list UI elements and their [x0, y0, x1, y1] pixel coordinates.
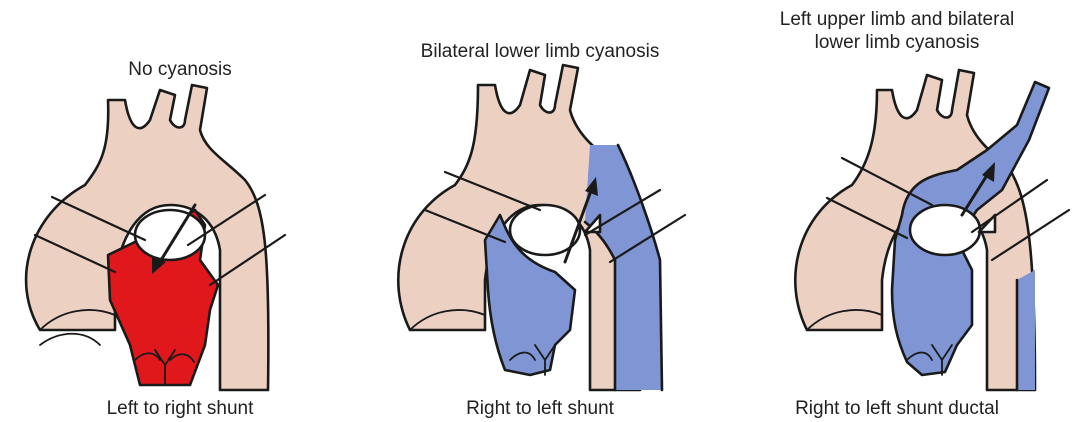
- heart-diagram-1: [0, 0, 360, 400]
- panel-right-to-left-shunt-ductal: Left upper limb and bilateral lower limb…: [717, 0, 1077, 422]
- panel-right-to-left-shunt: Bilateral lower limb cyanosis: [360, 0, 720, 422]
- ductus-vessel: [135, 210, 205, 260]
- panel-left-to-right-shunt: No cyanosis Left to right shunt: [0, 0, 360, 422]
- heart-diagram-3: [717, 0, 1077, 400]
- panel-1-bottom-label: Left to right shunt: [0, 398, 360, 420]
- heart-diagram-2: [360, 0, 720, 400]
- panel-2-bottom-label: Right to left shunt: [360, 398, 720, 420]
- panel-3-bottom-label: Right to left shunt ductal: [717, 398, 1077, 420]
